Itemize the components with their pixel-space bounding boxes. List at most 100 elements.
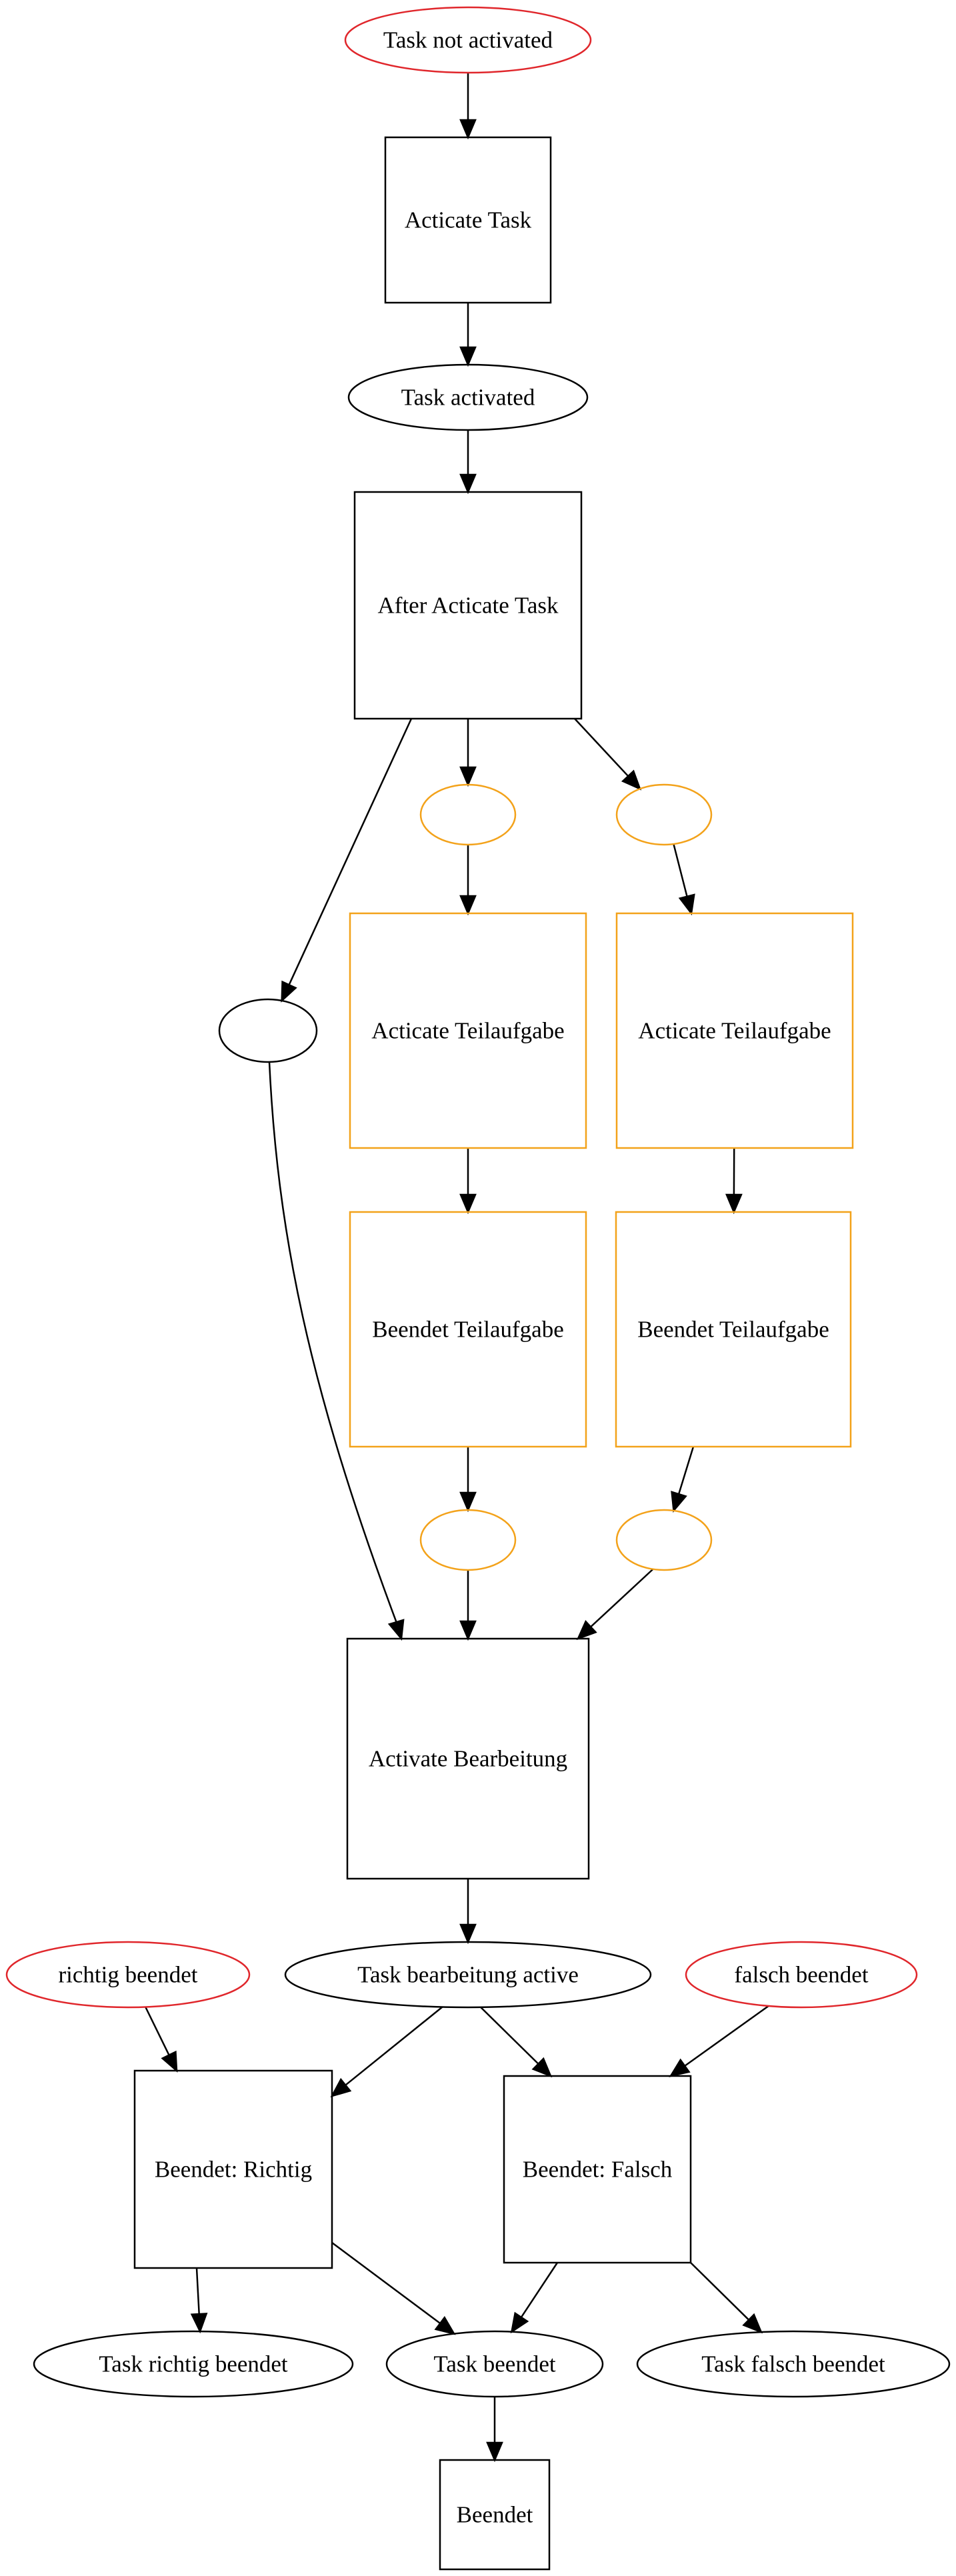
arrowhead: [459, 1491, 477, 1513]
transition-box: [133, 2069, 333, 2269]
arrowhead: [281, 980, 297, 1003]
arrowhead: [742, 2313, 763, 2334]
node-label: Task richtig beendet: [99, 2351, 288, 2377]
node-task-activated: Task activated: [347, 363, 589, 431]
arrowhead: [459, 346, 477, 367]
edge-line: [288, 718, 413, 985]
node-place-left: [218, 998, 318, 1063]
arrowhead: [510, 2311, 529, 2334]
arrowhead: [621, 769, 642, 791]
edge-line: [684, 2005, 769, 2067]
edge-line: [331, 2241, 441, 2325]
edge-line: [268, 1061, 397, 1623]
edge-beendet-teilaufgabe-2-to-place-right-bottom: [671, 1446, 695, 1513]
node-beendet: Beendet: [439, 2459, 551, 2571]
edge-line: [520, 2262, 559, 2318]
edge-after-activate-task-to-place-left: [281, 718, 413, 1003]
edge-activate-task-to-task-activated: [459, 303, 477, 367]
edge-line: [345, 2006, 443, 2086]
place-ellipse: [615, 1509, 713, 1571]
node-task-not-activated: Task not activated: [344, 6, 592, 74]
node-beendet-falsch: Beendet: Falsch: [503, 2075, 692, 2264]
edges-layer: [145, 73, 769, 2463]
transition-box: [503, 2075, 692, 2264]
node-activate-task: Acticate Task: [384, 136, 552, 304]
node-label: Task falsch beendet: [701, 2351, 885, 2377]
arrowhead: [486, 2441, 503, 2463]
place-ellipse: [344, 6, 592, 74]
arrowhead: [459, 119, 477, 140]
arrowhead: [459, 1923, 477, 1945]
place-ellipse: [615, 783, 713, 846]
edge-task-bearbeitung-active-to-beendet-richtig: [330, 2006, 443, 2098]
edge-line: [195, 2267, 200, 2315]
edge-line: [677, 1446, 695, 1495]
arrowhead: [387, 1619, 405, 1641]
node-task-falsch-beendet: Task falsch beendet: [636, 2330, 951, 2398]
node-place-mid-top: [419, 783, 517, 846]
edge-task-not-activated-to-activate-task: [459, 73, 477, 140]
edge-line: [673, 843, 688, 897]
node-label: Beendet: [457, 2502, 533, 2528]
node-label: Beendet: Richtig: [155, 2157, 312, 2183]
node-label: Acticate Teilaufgabe: [371, 1018, 564, 1044]
node-label: Task activated: [401, 385, 535, 411]
arrowhead: [725, 1193, 743, 1215]
node-beendet-teilaufgabe-2: Beendet Teilaufgabe: [615, 1211, 852, 1448]
arrowhead: [161, 2050, 178, 2073]
node-beendet-richtig: Beendet: Richtig: [133, 2069, 333, 2269]
edge-richtig-beendet-to-beendet-richtig: [145, 2006, 178, 2073]
edge-line: [574, 718, 629, 777]
edge-after-activate-task-to-place-right-top: [574, 718, 642, 791]
edge-activate-teilaufgabe-1-to-beendet-teilaufgabe-1: [459, 1148, 477, 1215]
transition-box: [346, 1637, 590, 1880]
edge-line: [590, 1568, 654, 1628]
node-beendet-teilaufgabe-1: Beendet Teilaufgabe: [349, 1211, 587, 1448]
arrowhead: [459, 766, 477, 787]
transition-box: [384, 136, 552, 304]
edge-line: [690, 2262, 750, 2321]
arrowhead: [669, 2058, 691, 2077]
edge-activate-bearbeitung-to-task-bearbeitung-active: [459, 1879, 477, 1945]
edge-place-right-top-to-activate-teilaufgabe-2: [673, 843, 695, 916]
node-label: Beendet Teilaufgabe: [637, 1317, 829, 1343]
arrowhead: [459, 1620, 477, 1641]
place-ellipse: [385, 2330, 604, 2398]
place-ellipse: [419, 1509, 517, 1571]
edge-place-mid-bottom-to-activate-bearbeitung: [459, 1570, 477, 1641]
edge-activate-teilaufgabe-2-to-beendet-teilaufgabe-2: [725, 1147, 743, 1215]
node-task-bearbeitung-active: Task bearbeitung active: [284, 1941, 652, 2009]
edge-task-activated-to-after-activate-task: [459, 430, 477, 495]
node-label: falsch beendet: [734, 1962, 868, 1988]
arrowhead: [678, 893, 695, 916]
edge-place-right-bottom-to-activate-bearbeitung: [576, 1568, 654, 1641]
arrowhead: [576, 1620, 597, 1641]
node-place-mid-bottom: [419, 1509, 517, 1571]
transition-box: [615, 1211, 852, 1448]
place-ellipse: [218, 998, 318, 1063]
node-activate-teilaufgabe-2: Acticate Teilaufgabe: [615, 912, 854, 1149]
edge-beendet-falsch-to-task-falsch-beendet: [690, 2262, 763, 2334]
arrowhead: [459, 473, 477, 495]
arrowhead: [531, 2057, 553, 2078]
place-ellipse: [419, 783, 517, 846]
node-label: After Acticate Task: [378, 593, 559, 619]
node-place-right-bottom: [615, 1509, 713, 1571]
edge-beendet-richtig-to-task-beendet: [331, 2241, 456, 2335]
place-ellipse: [33, 2330, 354, 2398]
node-place-right-top: [615, 783, 713, 846]
node-label: Acticate Teilaufgabe: [638, 1018, 831, 1044]
node-activate-teilaufgabe-1: Acticate Teilaufgabe: [349, 912, 587, 1149]
arrowhead: [459, 1193, 477, 1215]
transition-box: [349, 912, 587, 1149]
place-ellipse: [284, 1941, 652, 2009]
node-after-activate-task: After Acticate Task: [353, 491, 583, 720]
node-activate-bearbeitung: Activate Bearbeitung: [346, 1637, 590, 1880]
node-label: Task bearbeitung active: [357, 1962, 579, 1988]
node-task-beendet: Task beendet: [385, 2330, 604, 2398]
node-task-richtig-beendet: Task richtig beendet: [33, 2330, 354, 2398]
transition-box: [353, 491, 583, 720]
place-ellipse: [5, 1941, 251, 2009]
edge-task-beendet-to-beendet: [486, 2397, 503, 2463]
